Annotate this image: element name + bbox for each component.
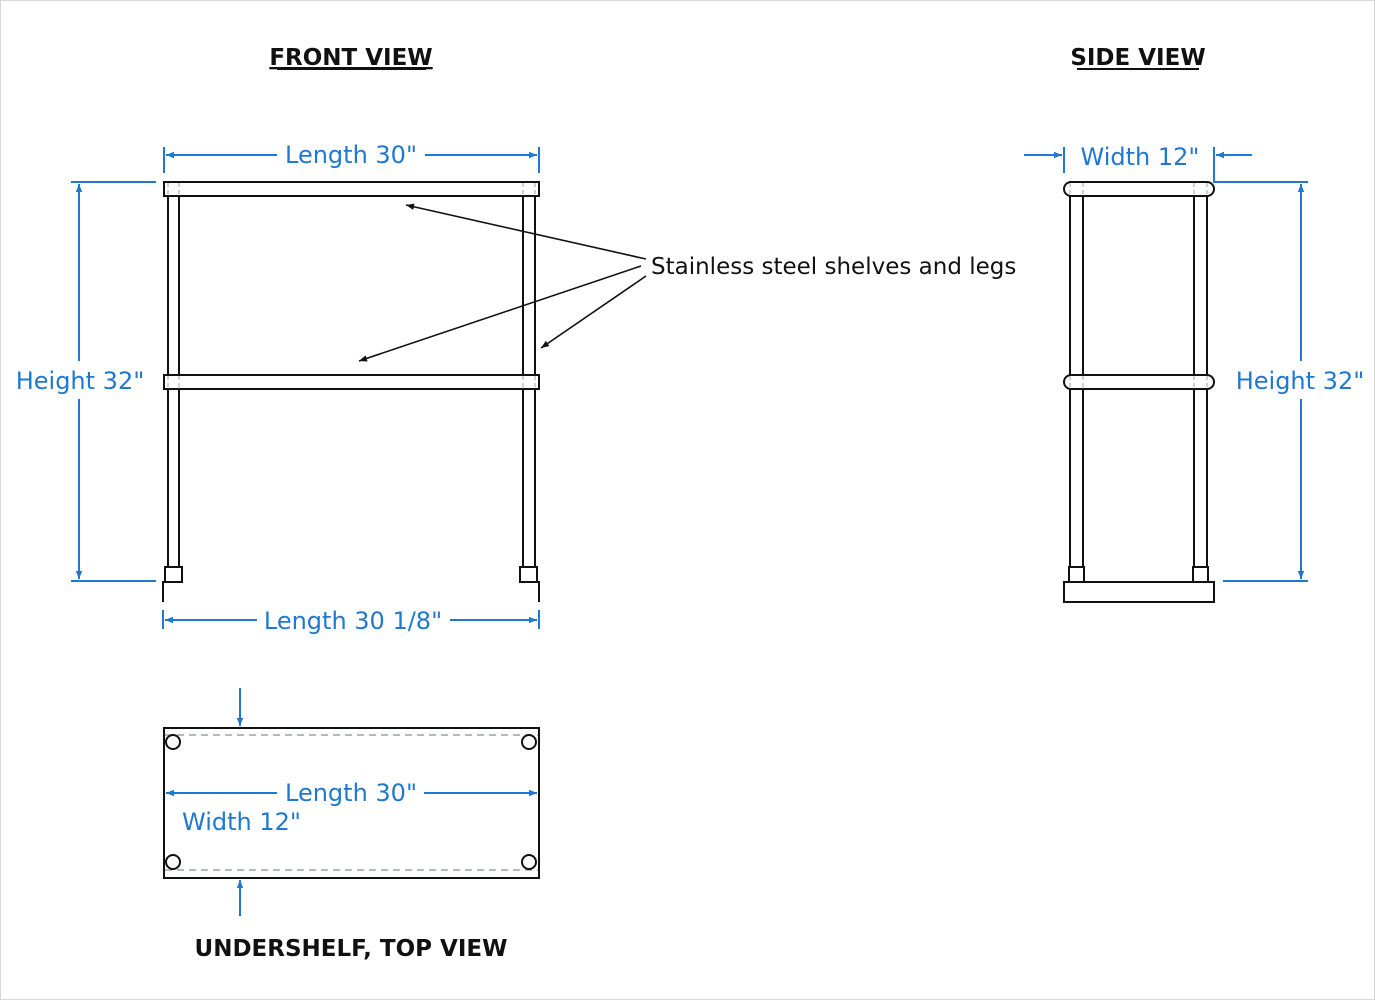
- front-height-label: Height 32": [16, 367, 145, 395]
- leg-hole: [521, 854, 537, 870]
- undershelf-top-view: Length 30" Width 12": [163, 688, 540, 916]
- side-width-label: Width 12": [1081, 143, 1200, 171]
- leg-hole: [165, 734, 181, 750]
- undershelf-outline: [163, 727, 540, 879]
- material-callout: Stainless steel shelves and legs: [358, 203, 1016, 362]
- top-length-label: Length 30": [285, 779, 417, 807]
- front-view: Length 30" Height 32" Length 30 1/8": [16, 141, 540, 635]
- front-bottom-length-label: Length 30 1/8": [264, 607, 442, 635]
- leg-hole: [521, 734, 537, 750]
- front-length-label: Length 30": [285, 141, 417, 169]
- front-left-leg: [162, 196, 183, 602]
- side-top-shelf: [1063, 181, 1215, 197]
- callout-label: Stainless steel shelves and legs: [651, 254, 1016, 280]
- top-view-title: UNDERSHELF, TOP VIEW: [195, 936, 508, 962]
- leg-hole: [165, 854, 181, 870]
- front-right-leg: [519, 196, 540, 602]
- front-middle-shelf: [163, 374, 540, 390]
- side-view: Width 12" Height 32": [1024, 143, 1365, 603]
- side-height-label: Height 32": [1236, 367, 1365, 395]
- side-view-title: SIDE VIEW: [1070, 45, 1205, 71]
- front-view-title: FRONT VIEW: [269, 45, 432, 71]
- front-top-shelf: [163, 181, 540, 197]
- side-base: [1063, 581, 1215, 603]
- side-middle-shelf: [1063, 374, 1215, 390]
- top-width-label: Width 12": [182, 808, 301, 836]
